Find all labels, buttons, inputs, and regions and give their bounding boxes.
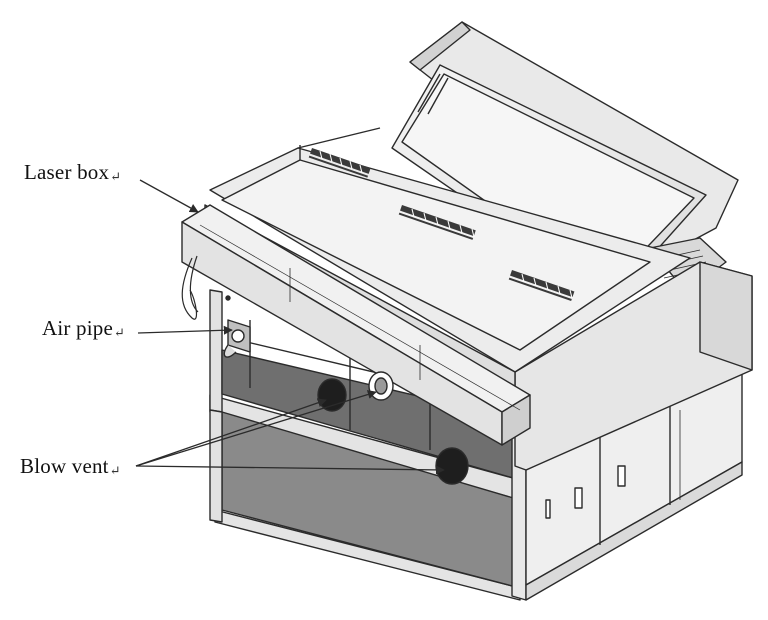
return-mark: ↵ — [110, 169, 122, 184]
label-air-pipe: Air pipe↵ — [42, 316, 125, 341]
label-blow-vent: Blow vent↵ — [20, 454, 121, 479]
return-mark: ↵ — [114, 325, 126, 340]
leader-blow-vent-2 — [135, 390, 377, 467]
vent-slots — [319, 150, 573, 299]
leader-laser-box — [139, 179, 199, 213]
laser-box-body — [181, 204, 531, 446]
label-blow-vent-text: Blow vent — [20, 454, 109, 478]
frame — [209, 289, 527, 601]
center-duct — [368, 371, 394, 401]
air-pipe-connector — [223, 295, 251, 358]
label-laser-box-text: Laser box — [24, 160, 110, 184]
leader-lines — [135, 179, 445, 475]
leader-blow-vent-3 — [135, 465, 445, 475]
leader-air-pipe — [137, 325, 233, 335]
right-cabinet — [525, 367, 743, 601]
label-laser-box: Laser box↵ — [24, 160, 121, 185]
label-air-pipe-text: Air pipe — [42, 316, 113, 340]
return-mark: ↵ — [109, 463, 121, 478]
leader-blow-vent-1 — [135, 398, 327, 467]
cable — [181, 257, 198, 320]
